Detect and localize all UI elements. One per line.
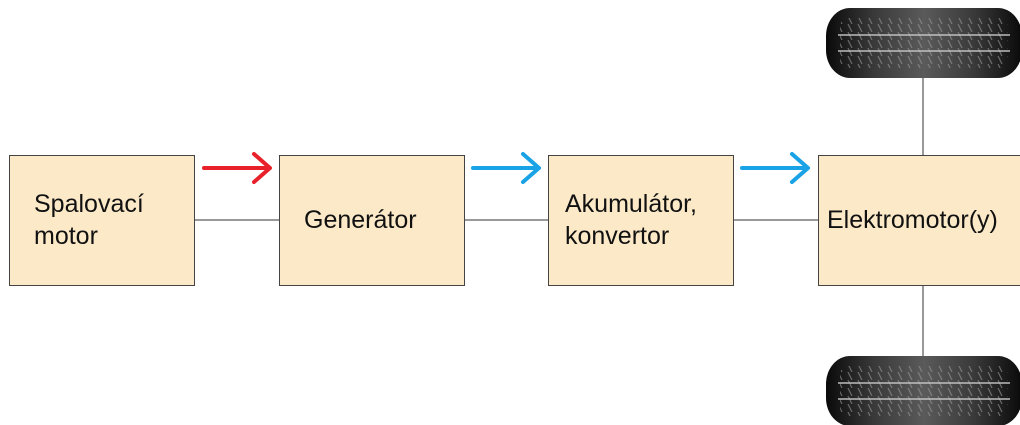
arrow-accumulator-to-motor: [740, 152, 810, 184]
block-combustion-engine: Spalovací motor: [9, 155, 195, 286]
tire-icon: [825, 355, 1020, 425]
block-accumulator-converter: Akumulátor, konvertor: [548, 155, 734, 286]
block-label: Elektromotor(y): [827, 205, 998, 234]
tire-icon: [825, 7, 1020, 79]
block-electric-motor: Elektromotor(y): [818, 155, 1020, 286]
arrow-motor-to-generator: [202, 152, 272, 184]
block-label: Generátor: [304, 205, 417, 234]
arrow-generator-to-accumulator: [471, 152, 541, 184]
block-label: Spalovací motor: [34, 190, 144, 250]
block-label: Akumulátor, konvertor: [565, 190, 698, 250]
block-generator: Generátor: [279, 155, 465, 286]
